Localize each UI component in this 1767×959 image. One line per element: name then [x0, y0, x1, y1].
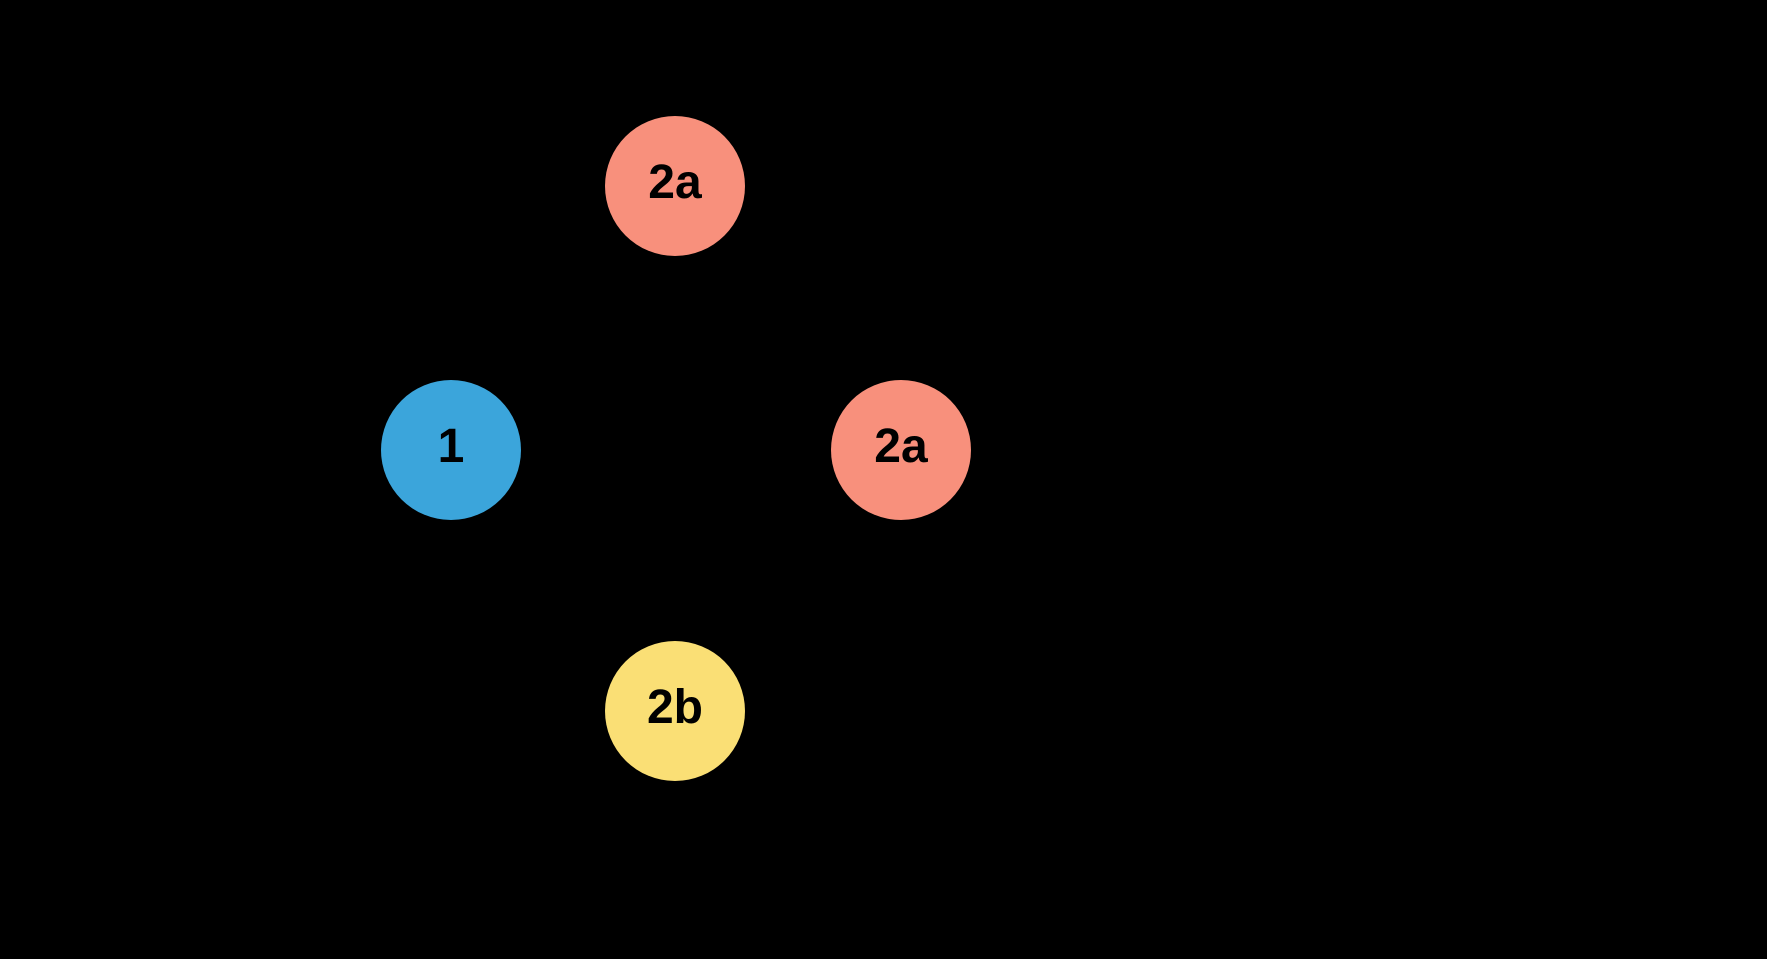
node-2a-top: 2a: [605, 116, 745, 256]
node-2a-right: 2a: [831, 380, 971, 520]
node-1-left-label: 1: [437, 420, 465, 473]
node-2a-right-label: 2a: [874, 420, 928, 473]
node-1-left: 1: [381, 380, 521, 520]
node-2a-top-label: 2a: [648, 156, 702, 209]
node-2b-bottom: 2b: [605, 641, 745, 781]
node-2b-bottom-label: 2b: [646, 681, 703, 734]
